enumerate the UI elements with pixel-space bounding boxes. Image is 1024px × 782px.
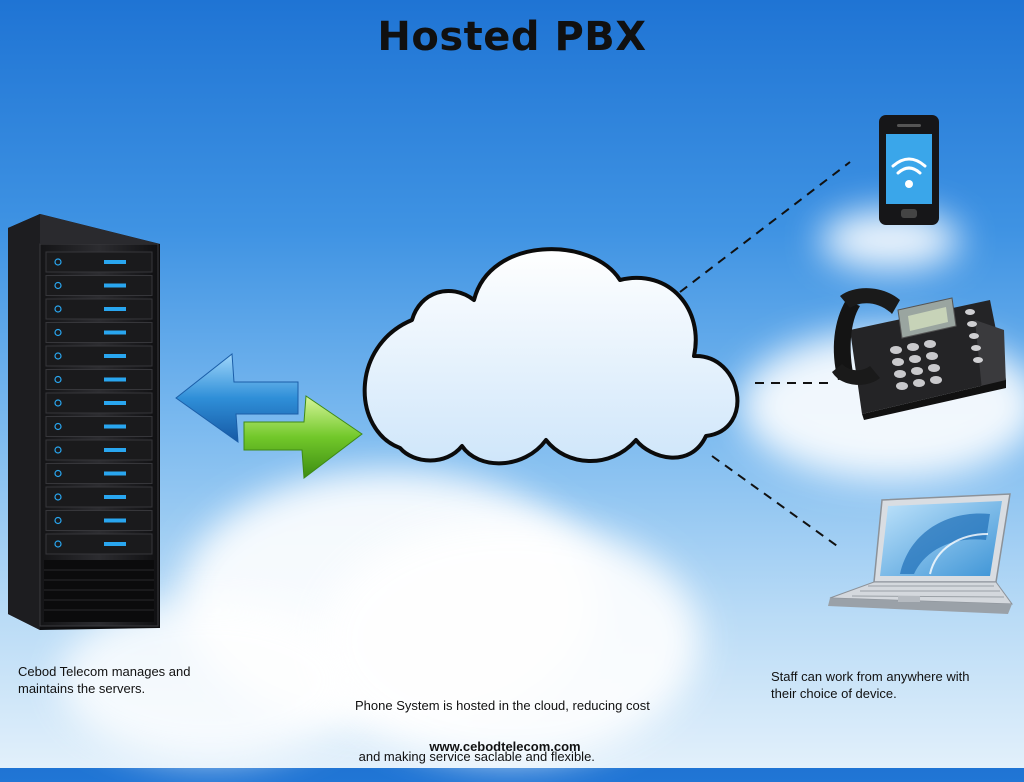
rack-unit [45, 345, 153, 367]
keypad-key [907, 343, 919, 351]
rack-status-led [104, 377, 126, 382]
connection-line-phone [679, 161, 851, 293]
keypad-key [930, 376, 942, 384]
rack-power-led [54, 399, 62, 407]
rack-status-led [104, 448, 126, 452]
rack-status-led [104, 307, 126, 311]
keypad-key [928, 364, 940, 372]
connection-line-laptop [711, 455, 841, 549]
rack-status-led [104, 518, 126, 523]
keypad-key [909, 355, 921, 363]
server-caption-line-2: maintains the servers. [18, 681, 146, 696]
keypad-key [890, 346, 902, 354]
rack-power-led [54, 375, 62, 384]
rack-status-led [104, 354, 126, 358]
rack-status-led [104, 260, 126, 264]
keypad-key [924, 340, 936, 348]
rack-unit [45, 369, 153, 390]
rack-unit [45, 251, 153, 273]
devices-caption-line-2: their choice of device. [771, 686, 897, 701]
cloud-caption-line-2: and making service saclable and flexible… [355, 749, 595, 764]
rack-power-led [54, 328, 62, 337]
rack-unit [45, 486, 153, 508]
server-caption-line-1: Cebod Telecom manages and [18, 664, 191, 679]
rack-power-led [54, 493, 62, 501]
keypad-key [926, 352, 938, 360]
cloud-caption: Phone System is hosted in the cloud, red… [355, 663, 695, 782]
keypad-key [896, 382, 908, 390]
rack-status-led [104, 330, 126, 335]
rack-power-led [54, 305, 62, 313]
keypad-key [913, 379, 925, 387]
keypad-key [892, 358, 904, 366]
devices-caption-line-1: Staff can work from anywhere with [771, 669, 970, 684]
rack-status-led [104, 495, 126, 499]
rack-unit [45, 298, 153, 320]
rack-power-led [54, 446, 62, 454]
rack-unit [45, 463, 153, 484]
website-url: www.cebodtelecom.com [429, 739, 581, 754]
cloud-caption-line-1: Phone System is hosted in the cloud, red… [355, 698, 650, 713]
rack-status-led [104, 401, 126, 405]
arrow-right [243, 395, 363, 479]
rack-power-led [54, 281, 62, 290]
rack-power-led [54, 516, 62, 525]
devices-caption: Staff can work from anywhere with their … [771, 668, 1011, 702]
rack-unit [45, 275, 153, 296]
keypad-key [911, 367, 923, 375]
rack-unit [45, 510, 153, 531]
rack-status-led [104, 424, 126, 429]
rack-power-led [54, 258, 62, 266]
rack-status-led [104, 471, 126, 476]
arrow-left [175, 353, 299, 444]
page-title: Hosted PBX [377, 14, 647, 60]
rack-status-led [104, 283, 126, 288]
rack-power-led [54, 352, 62, 360]
rack-power-led [54, 540, 62, 548]
rack-unit [45, 416, 153, 437]
rack-unit [45, 533, 153, 555]
rack-unit [45, 439, 153, 461]
rack-unit [45, 392, 153, 414]
server-caption: Cebod Telecom manages and maintains the … [18, 663, 268, 697]
background-cloud [320, 520, 700, 760]
rack-power-led [54, 469, 62, 478]
keypad-key [894, 370, 906, 378]
rack-power-led [54, 422, 62, 431]
rack-status-led [104, 542, 126, 546]
rack-unit [45, 322, 153, 343]
